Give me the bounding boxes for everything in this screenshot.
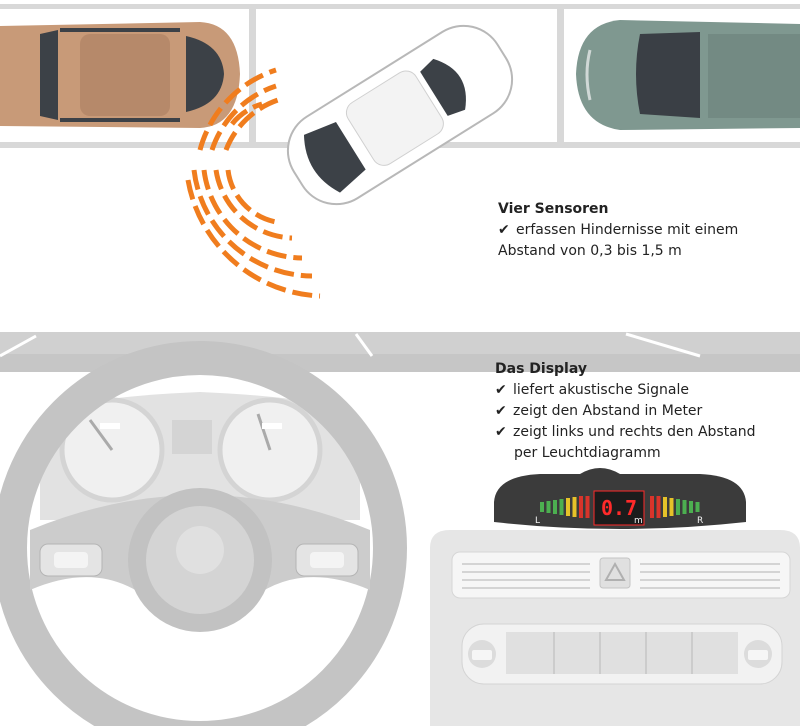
steering-wheel (0, 341, 407, 726)
check-icon: ✔ (495, 424, 507, 440)
sensors-caption: Vier Sensoren ✔ erfassen Hindernisse mit … (498, 199, 738, 262)
unit-label: m (634, 516, 643, 526)
led-segment (663, 497, 667, 517)
sensor-waves (185, 67, 321, 299)
led-segment (682, 500, 687, 514)
led-segment (566, 498, 570, 516)
led-segment (540, 502, 544, 512)
instrument-cluster (40, 392, 360, 520)
center-console (430, 530, 800, 726)
green-car (576, 20, 800, 130)
sensors-line-1: ✔ erfassen Hindernisse mit einem (498, 220, 738, 241)
display-caption: Das Display ✔liefert akustische Signale … (495, 359, 756, 464)
led-segment (572, 497, 577, 517)
sensors-text-1: erfassen Hindernisse mit einem (516, 222, 739, 238)
display-bullet-text-1: liefert akustische Signale (513, 382, 689, 398)
led-segment (676, 499, 680, 515)
led-segment (579, 496, 583, 518)
left-led-bar (540, 496, 590, 518)
sensors-title: Vier Sensoren (498, 201, 609, 217)
led-segment (695, 502, 700, 512)
vent-slats-top (462, 563, 780, 589)
white-car (286, 24, 514, 206)
left-label: L (535, 516, 540, 526)
display-continuation: per Leuchtdiagramm (514, 445, 661, 461)
right-label: R (697, 516, 703, 526)
led-segment (656, 496, 661, 518)
display-bullet-1: ✔ liefert akustische Signale (495, 380, 756, 401)
check-icon: ✔ (495, 403, 507, 419)
led-segment (689, 501, 693, 513)
display-title: Das Display (495, 361, 587, 377)
sensors-line-2: Abstand von 0,3 bis 1,5 m (498, 243, 682, 259)
check-icon: ✔ (498, 222, 510, 238)
check-icon: ✔ (495, 382, 507, 398)
display-bullet-text-2: zeigt den Abstand in Meter (513, 403, 703, 419)
parking-scene (0, 4, 800, 299)
readout-frame (593, 490, 645, 526)
led-segment (546, 501, 551, 513)
brown-car (0, 22, 240, 128)
led-segment (585, 496, 590, 518)
right-led-bar (650, 496, 700, 518)
led-segment (559, 499, 564, 515)
parking-display-unit: 0.7 L m R (494, 468, 746, 529)
led-segment (553, 500, 557, 514)
distance-readout: 0.7 (601, 496, 637, 520)
led-segment (669, 498, 674, 516)
display-bullet-3: ✔ zeigt links und rechts den Abstand (495, 422, 756, 443)
display-bullet-2: ✔ zeigt den Abstand in Meter (495, 401, 756, 422)
led-segment (650, 496, 654, 518)
display-bullet-text-3: zeigt links und rechts den Abstand (513, 424, 756, 440)
